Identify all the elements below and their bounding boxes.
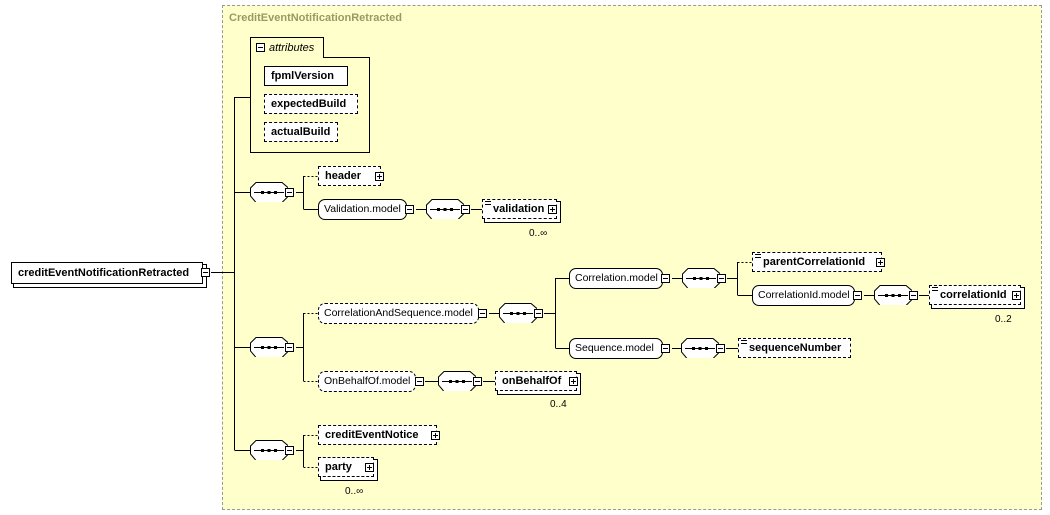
group-correlation-and-sequence-model[interactable]: CorrelationAndSequence.model	[318, 303, 479, 324]
multiplicity-label: 0..∞	[345, 486, 364, 497]
sequence-icon[interactable]	[250, 182, 290, 204]
collapse-icon[interactable]	[478, 309, 487, 318]
expand-icon[interactable]	[876, 258, 885, 267]
sequence-icon[interactable]	[681, 338, 721, 360]
attribute-fpmlversion[interactable]: fpmlVersion	[264, 66, 348, 86]
group-label: CorrelationId.model	[758, 289, 850, 302]
attributes-title: attributes	[269, 42, 315, 54]
collapse-icon[interactable]	[405, 205, 414, 214]
group-label: OnBehalfOf.model	[324, 375, 411, 388]
group-label: Correlation.model	[575, 272, 658, 285]
attributes-tab	[250, 37, 324, 58]
group-correlation-id-model[interactable]: CorrelationId.model	[752, 285, 855, 306]
expand-icon[interactable]	[365, 463, 374, 472]
sequence-icon[interactable]	[499, 303, 539, 325]
collapse-icon[interactable]	[201, 268, 210, 277]
element-credit-event-notice[interactable]: creditEventNotice	[318, 425, 437, 445]
element-label: parentCorrelationId	[763, 255, 866, 268]
multiplicity-label: 0..∞	[529, 228, 548, 239]
complex-type-title: CreditEventNotificationRetracted	[229, 12, 402, 24]
collapse-icon[interactable]	[473, 377, 482, 386]
sequence-icon[interactable]	[426, 199, 466, 221]
group-correlation-model[interactable]: Correlation.model	[569, 268, 663, 289]
expand-icon[interactable]	[548, 205, 557, 214]
element-correlation-id[interactable]: correlationId	[929, 285, 1021, 305]
group-on-behalf-of-model[interactable]: OnBehalfOf.model	[318, 371, 416, 392]
collapse-icon[interactable]	[285, 343, 294, 352]
expand-icon[interactable]	[569, 377, 578, 386]
sequence-icon[interactable]	[250, 440, 290, 462]
expand-icon[interactable]	[1012, 291, 1021, 300]
attribute-label: expectedBuild	[271, 97, 347, 110]
element-label: sequenceNumber	[749, 341, 842, 354]
attributes-collapse-icon[interactable]	[256, 43, 265, 52]
group-validation-model[interactable]: Validation.model	[318, 199, 407, 220]
group-label: Validation.model	[324, 203, 401, 216]
attribute-expectedbuild[interactable]: expectedBuild	[264, 94, 358, 114]
expand-icon[interactable]	[375, 172, 384, 181]
documentation-icon	[932, 287, 938, 292]
expand-icon[interactable]	[431, 431, 440, 440]
sequence-icon[interactable]	[682, 268, 722, 290]
collapse-icon[interactable]	[717, 274, 726, 283]
documentation-icon	[485, 201, 491, 206]
element-label: creditEventNotice	[325, 428, 419, 441]
element-label: onBehalfOf	[502, 374, 562, 387]
collapse-icon[interactable]	[461, 205, 470, 214]
group-sequence-model[interactable]: Sequence.model	[569, 338, 663, 359]
collapse-icon[interactable]	[909, 291, 918, 300]
collapse-icon[interactable]	[285, 446, 294, 455]
collapse-icon[interactable]	[534, 309, 543, 318]
sequence-icon[interactable]	[438, 371, 478, 393]
multiplicity-label: 0..4	[550, 399, 567, 410]
group-label: CorrelationAndSequence.model	[324, 307, 473, 320]
element-label: correlationId	[940, 288, 1007, 301]
collapse-icon[interactable]	[853, 291, 862, 300]
collapse-icon[interactable]	[661, 344, 670, 353]
element-label: header	[325, 169, 362, 182]
element-on-behalf-of[interactable]: onBehalfOf	[495, 371, 577, 391]
documentation-icon	[755, 254, 761, 259]
sequence-icon[interactable]	[250, 337, 290, 359]
sequence-icon[interactable]	[874, 285, 914, 307]
group-label: Sequence.model	[575, 342, 654, 355]
collapse-icon[interactable]	[415, 377, 424, 386]
multiplicity-label: 0..2	[995, 314, 1012, 325]
element-label: validation	[493, 202, 545, 215]
root-element-label: creditEventNotificationRetracted	[18, 266, 190, 279]
attribute-label: fpmlVersion	[271, 69, 334, 82]
attribute-actualbuild[interactable]: actualBuild	[264, 122, 338, 142]
root-element[interactable]: creditEventNotificationRetracted	[11, 262, 203, 284]
collapse-icon[interactable]	[285, 188, 294, 197]
element-parent-correlation-id[interactable]: parentCorrelationId	[752, 252, 882, 272]
element-sequence-number[interactable]: sequenceNumber	[738, 338, 851, 358]
documentation-icon	[741, 340, 747, 345]
collapse-icon[interactable]	[716, 344, 725, 353]
collapse-icon[interactable]	[661, 274, 670, 283]
element-label: party	[325, 460, 352, 473]
attribute-label: actualBuild	[271, 125, 331, 138]
element-validation[interactable]: validation	[482, 199, 557, 219]
element-header[interactable]: header	[318, 166, 381, 186]
